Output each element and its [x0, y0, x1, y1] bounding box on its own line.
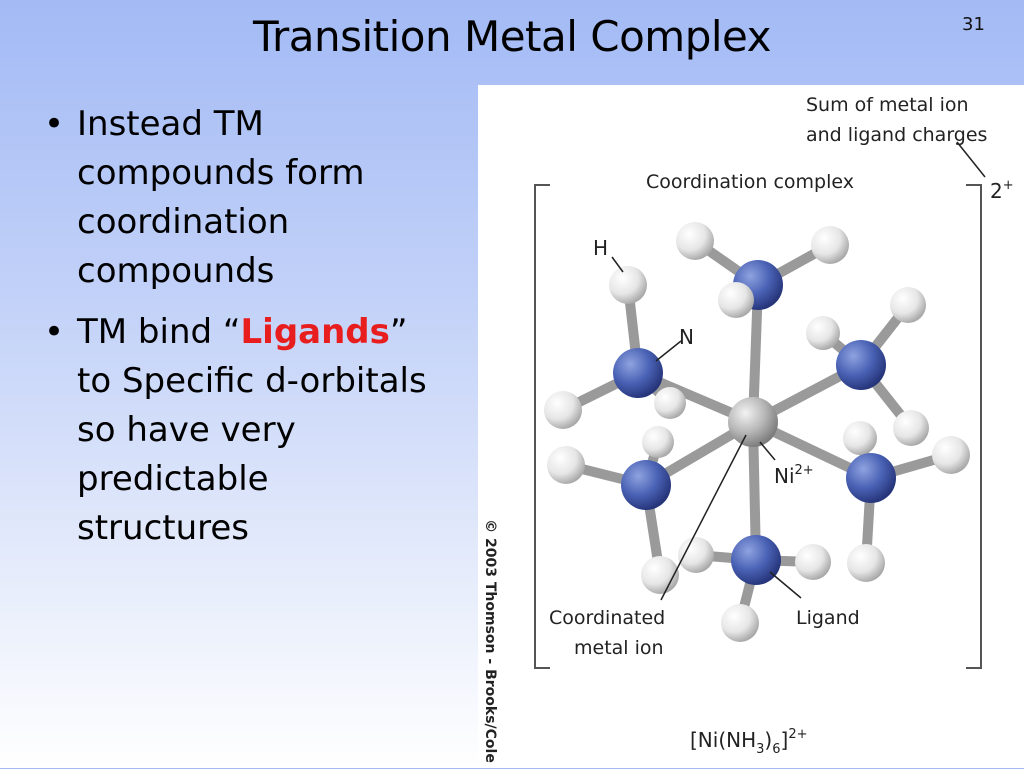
bullet-text: Instead TM compounds form coordination c…	[77, 104, 365, 291]
charge-value: 2	[990, 179, 1003, 203]
molecule-diagram: Sum of metal ion and ligand charges Coor…	[534, 94, 1014, 757]
bullet-item: • TM bind “Ligands” to Specific d-orbita…	[44, 308, 444, 553]
slide-number: 31	[962, 14, 985, 35]
bullet-text-after: ” to Specific d-orbitals so have very pr…	[77, 312, 427, 548]
bullet-dot: •	[44, 104, 65, 144]
formula-end: ]	[781, 728, 789, 752]
hydrogen-label: H	[593, 236, 608, 260]
highlight-ligands: Ligands	[240, 312, 390, 352]
formula-charge: 2+	[788, 727, 807, 742]
formula-main: [Ni(NH	[690, 728, 756, 752]
slide-title: Transition Metal Complex	[253, 12, 771, 61]
hydrogen-atoms-back	[642, 222, 926, 458]
nickel-charge: 2+	[795, 463, 814, 478]
coordinated-label-line1: Coordinated	[549, 607, 665, 629]
hydrogen-atoms-front	[544, 266, 970, 642]
sum-label-line2: and ligand charges	[806, 124, 987, 146]
sum-label-line1: Sum of metal ion	[806, 94, 969, 116]
formula-mid: )	[764, 728, 772, 752]
formula: [Ni(NH3)6]2+	[690, 727, 807, 757]
formula-sub6: 6	[772, 742, 780, 757]
bullet-list: • Instead TM compounds form coordination…	[44, 100, 444, 565]
nickel-symbol: Ni	[774, 464, 795, 488]
charge-label: 2+	[990, 178, 1014, 203]
right-bracket	[966, 184, 982, 669]
charge-sign: +	[1003, 178, 1014, 193]
bullet-dot: •	[44, 312, 65, 352]
formula-sub3: 3	[756, 742, 764, 757]
bullet-text-before: TM bind “	[77, 312, 241, 352]
nickel-atom	[728, 397, 778, 447]
leader-lines	[611, 141, 986, 601]
coordinated-label-line2: metal ion	[574, 637, 664, 659]
left-bracket	[534, 184, 550, 669]
nickel-label: Ni2+	[774, 463, 814, 488]
bullet-item: • Instead TM compounds form coordination…	[44, 100, 444, 296]
molecule-figure: Sum of metal ion and ligand charges Coor…	[478, 85, 1024, 768]
copyright-notice: © 2003 Thomson - Brooks/Cole	[482, 519, 498, 763]
nitrogen-label: N	[679, 325, 694, 349]
ligand-label: Ligand	[796, 607, 860, 629]
coordination-complex-label: Coordination complex	[646, 171, 854, 193]
